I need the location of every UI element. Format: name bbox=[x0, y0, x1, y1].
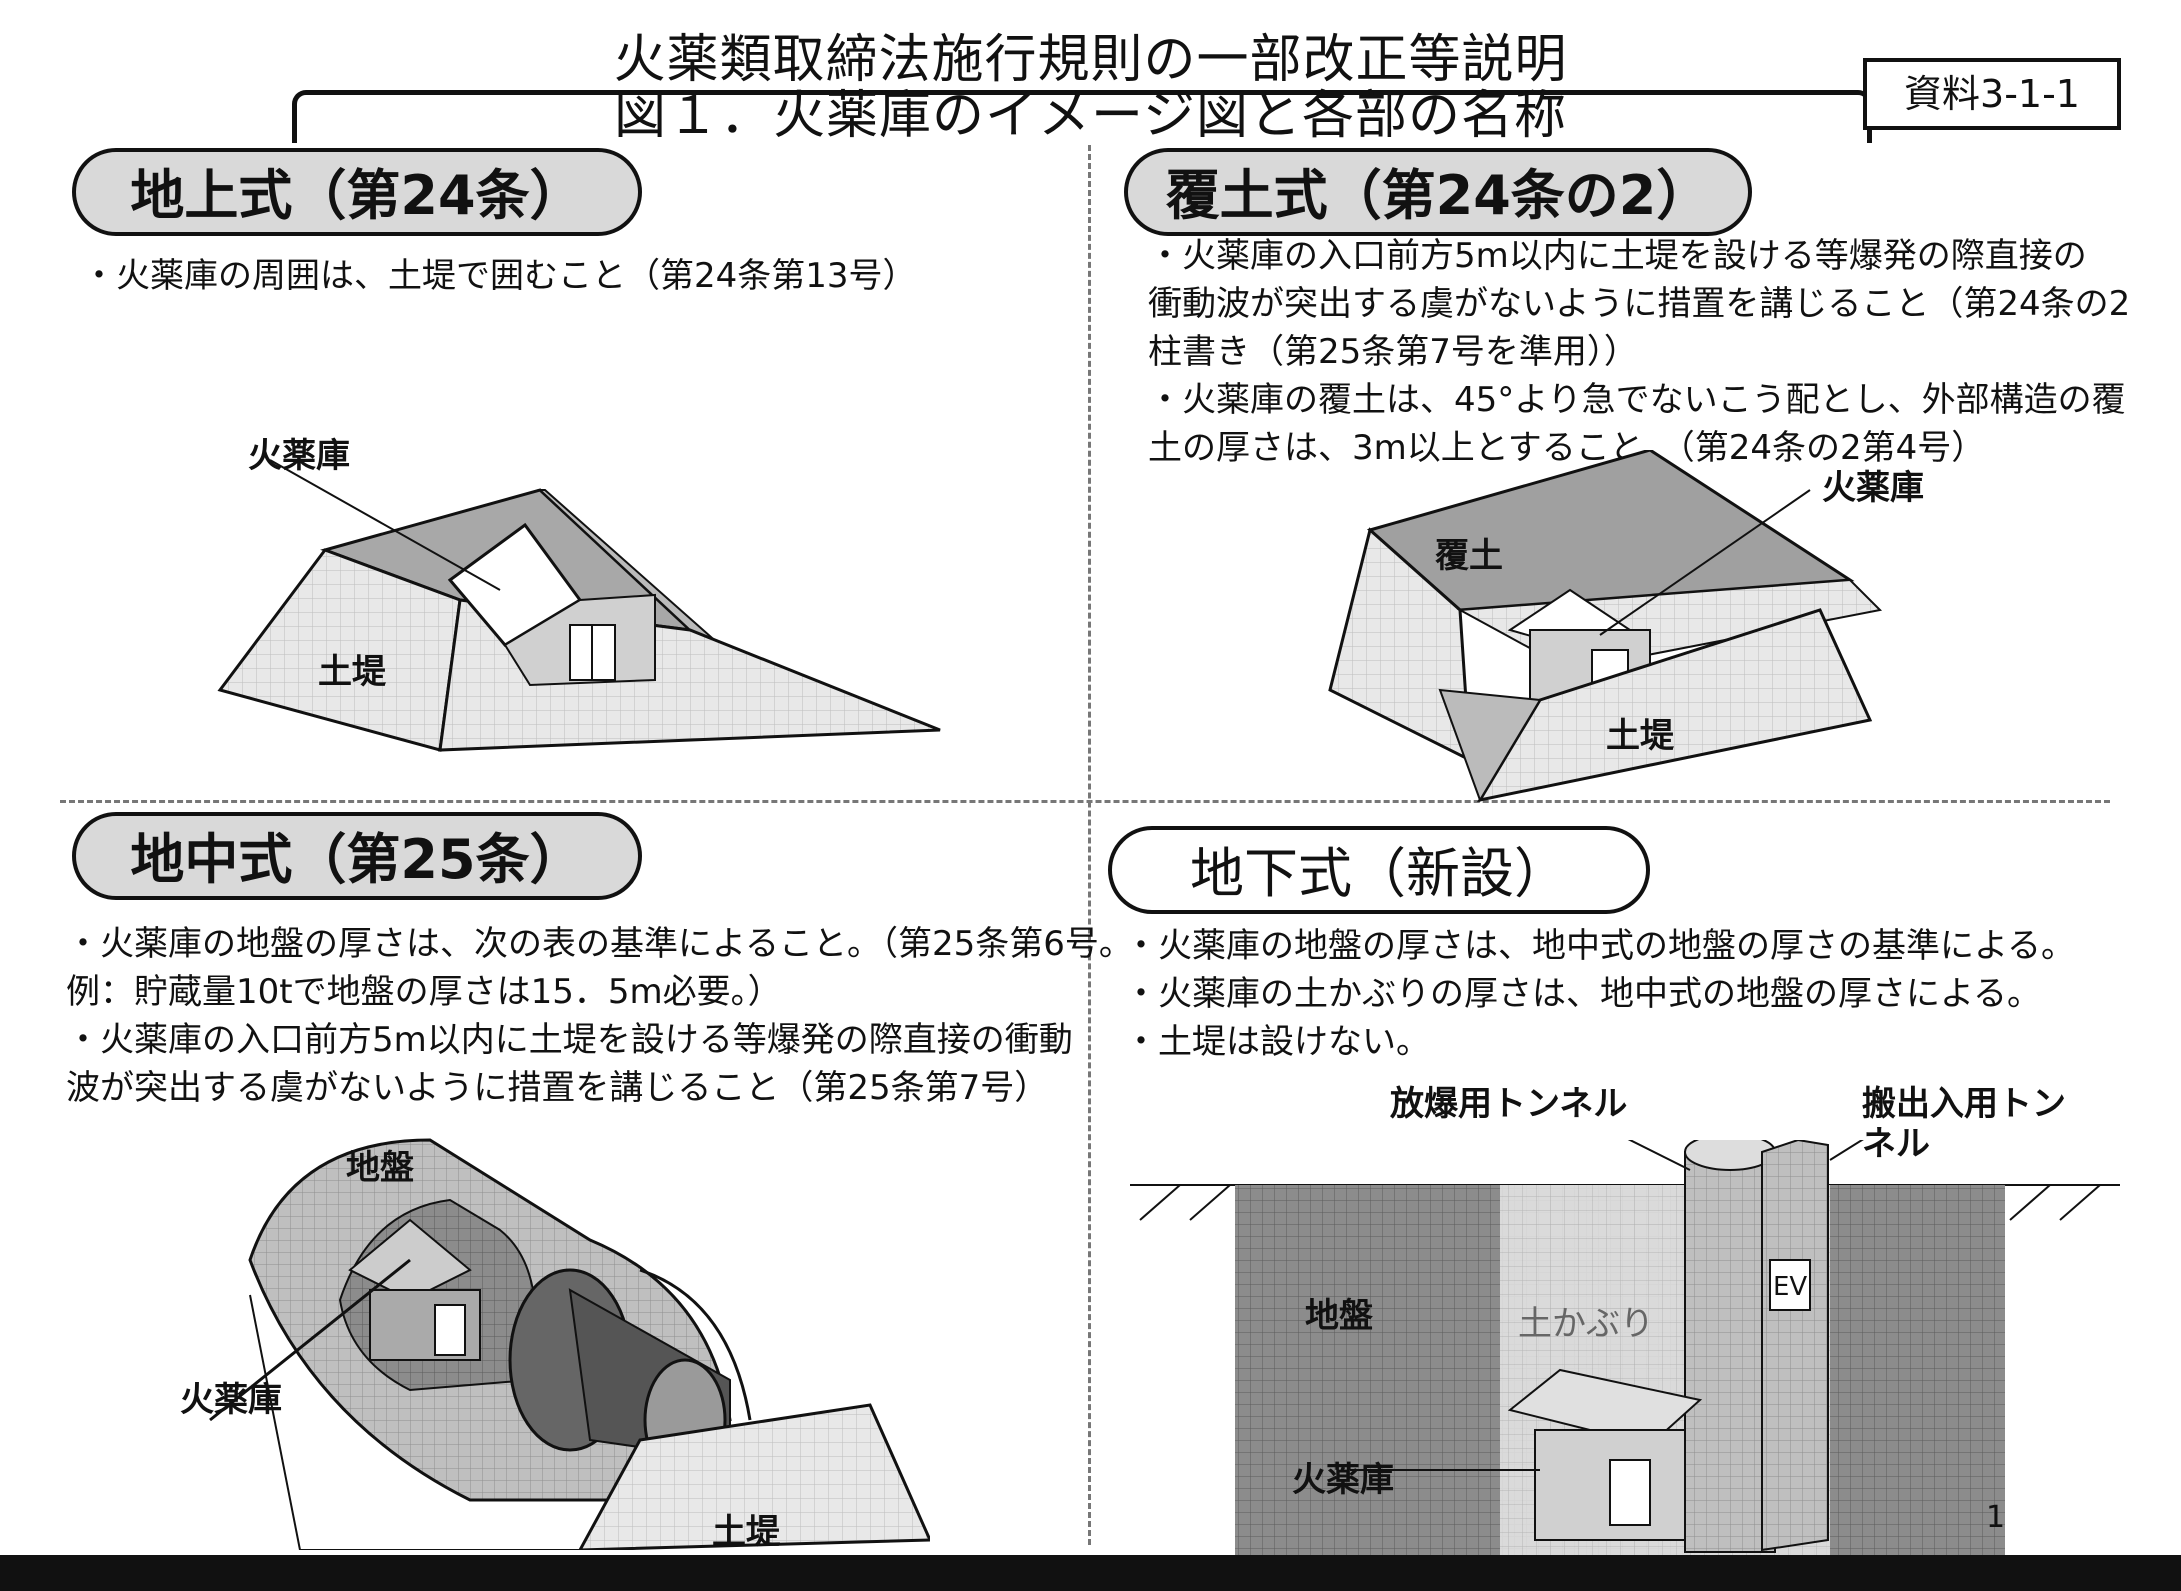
label-ground-3: 地盤 bbox=[346, 1148, 414, 1188]
label-magazine-3: 火薬庫 bbox=[180, 1380, 282, 1420]
above-ground-illustration bbox=[217, 459, 941, 752]
earth-covered-text: ・火薬庫の入口前方5m以内に土堤を設ける等爆発の際直接の 衝動波が突出する虞がな… bbox=[1148, 236, 2131, 468]
bottom-bar bbox=[0, 1555, 2181, 1591]
label-magazine-4: 火薬庫 bbox=[1292, 1460, 1394, 1500]
panel-title-above-ground: 地上式（第24条） bbox=[72, 148, 642, 236]
label-magazine-1: 火薬庫 bbox=[248, 436, 350, 476]
figure-title: 図１．火薬庫のイメージ図と各部の名称 bbox=[614, 86, 1567, 146]
main-title: 火薬類取締法施行規則の一部改正等説明 bbox=[613, 30, 1568, 90]
page-number: 1 bbox=[1986, 1500, 2006, 1535]
label-cover-4: 土かぶり bbox=[1518, 1304, 1654, 1344]
above-ground-text: ・火薬庫の周囲は、土堤で囲むこと（第24条第13号） bbox=[82, 256, 917, 296]
label-embankment-2: 土堤 bbox=[1606, 716, 1674, 756]
label-transport-tunnel-2: ネル bbox=[1862, 1124, 1930, 1164]
horizontal-divider bbox=[60, 800, 2110, 803]
earth-covered-illustration bbox=[1328, 450, 1883, 803]
underground-text: ・火薬庫の地盤の厚さは、地中式の地盤の厚さの基準による。 ・火薬庫の土かぶりの厚… bbox=[1124, 926, 2075, 1062]
reference-label: 資料3-1-1 bbox=[1863, 58, 2121, 130]
panel-title-earth-covered: 覆土式（第24条の2） bbox=[1124, 148, 1752, 236]
label-ev: EV bbox=[1773, 1272, 1808, 1302]
panel-title-in-ground: 地中式（第25条） bbox=[72, 812, 642, 900]
in-ground-illustration bbox=[209, 1138, 930, 1550]
label-ground-4: 地盤 bbox=[1305, 1296, 1373, 1336]
label-embankment-1: 土堤 bbox=[318, 652, 386, 692]
underground-illustration bbox=[1130, 1140, 2120, 1555]
label-magazine-2: 火薬庫 bbox=[1822, 468, 1924, 508]
label-blast-tunnel: 放爆用トンネル bbox=[1390, 1084, 1628, 1124]
label-cover-2: 覆土 bbox=[1435, 536, 1503, 576]
label-embankment-3: 土堤 bbox=[712, 1512, 780, 1552]
vertical-divider bbox=[1088, 145, 1091, 1545]
in-ground-text: ・火薬庫の地盤の厚さは、次の表の基準によること。（第25条第6号。 例：貯蔵量1… bbox=[66, 924, 1133, 1108]
label-transport-tunnel-1: 搬出入用トン bbox=[1862, 1084, 2066, 1124]
panel-title-underground: 地下式（新設） bbox=[1108, 826, 1650, 914]
